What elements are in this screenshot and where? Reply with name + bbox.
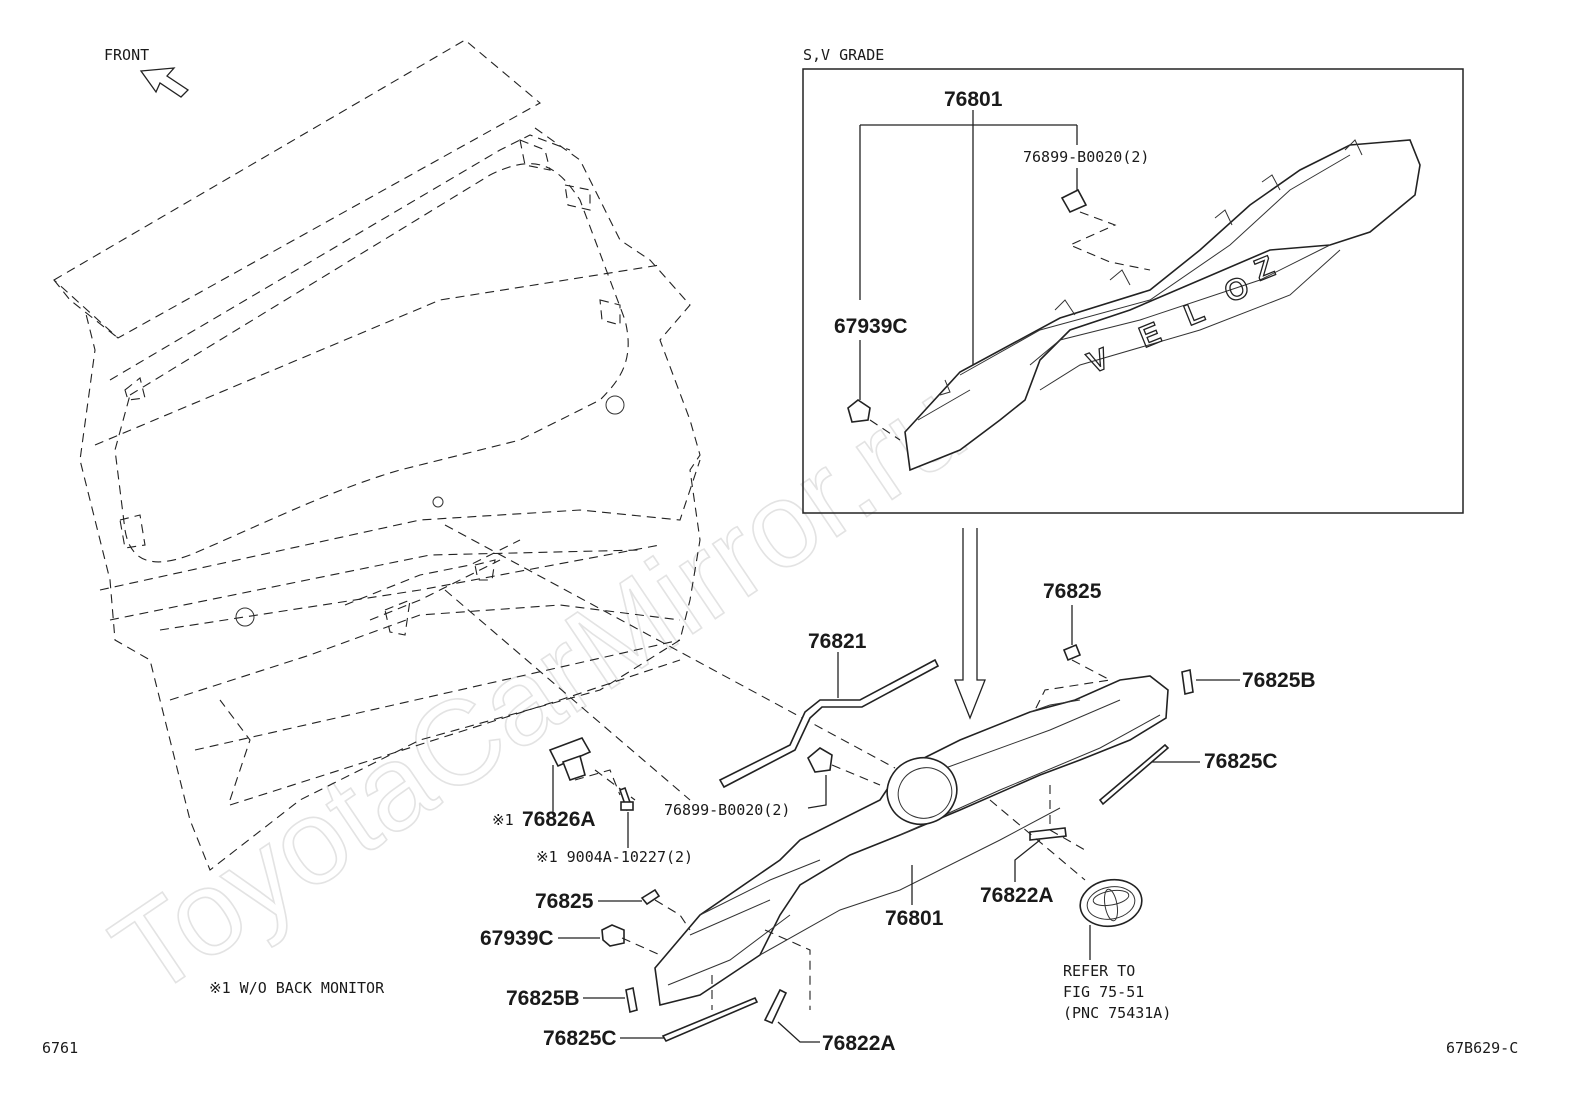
refer-line3: (PNC 75431A) [1063,1004,1171,1022]
part-76821-label: 76821 [808,630,867,653]
part-76825B-right-label: 76825B [1242,669,1316,692]
page-number: 6761 [42,1039,78,1057]
watermark: ToyotaCarMirror.ru [90,355,989,1022]
inset-grade-label: S,V GRADE [803,46,884,64]
part-76821-strip [718,658,940,789]
front-arrow-icon [139,67,190,98]
toyota-emblem-icon [1079,878,1143,928]
inset-part-76899: 76899-B0020(2) [1023,148,1149,166]
svg-text:E: E [1135,316,1166,354]
svg-text:O: O [1220,270,1254,309]
refer-line2: FIG 75-51 [1063,983,1144,1001]
svg-text:L: L [1180,295,1209,332]
part-76822A-bottom-label: 76822A [822,1032,896,1055]
part-76826A-drawing [548,737,592,781]
part-76899-label: 76899-B0020(2) [664,801,790,819]
inset-box [802,68,1464,514]
refer-line1: REFER TO [1063,962,1135,980]
down-arrow-icon [954,528,986,720]
figure-code: 67B629-C [1446,1039,1518,1057]
part-76826A-label: 76826A [522,808,596,831]
part-76826A-mark: ※1 [492,811,514,829]
part-76825-left-label: 76825 [535,890,594,913]
part-76801-label: 76801 [885,907,944,930]
inset-garnish-drawing [847,139,1421,472]
front-label: FRONT [104,46,149,64]
part-76825-top-label: 76825 [1043,580,1102,603]
part-67939C-clip [601,924,625,947]
inset-part-76801: 76801 [944,88,1003,111]
back-door-outline [53,39,701,871]
part-76825C-right-label: 76825C [1204,750,1278,773]
part-67939C-label: 67939C [480,927,554,950]
inset-part-67939C: 67939C [834,315,908,338]
footnote: ※1 W/O BACK MONITOR [209,979,385,997]
part-76825B-left-label: 76825B [506,987,580,1010]
svg-text:V: V [1083,342,1114,380]
part-9004A-label: ※1 9004A-10227(2) [536,848,693,866]
part-76825C-left-label: 76825C [543,1027,617,1050]
part-76822A-right-label: 76822A [980,884,1054,907]
garnish-76801-drawing [654,675,1169,1006]
